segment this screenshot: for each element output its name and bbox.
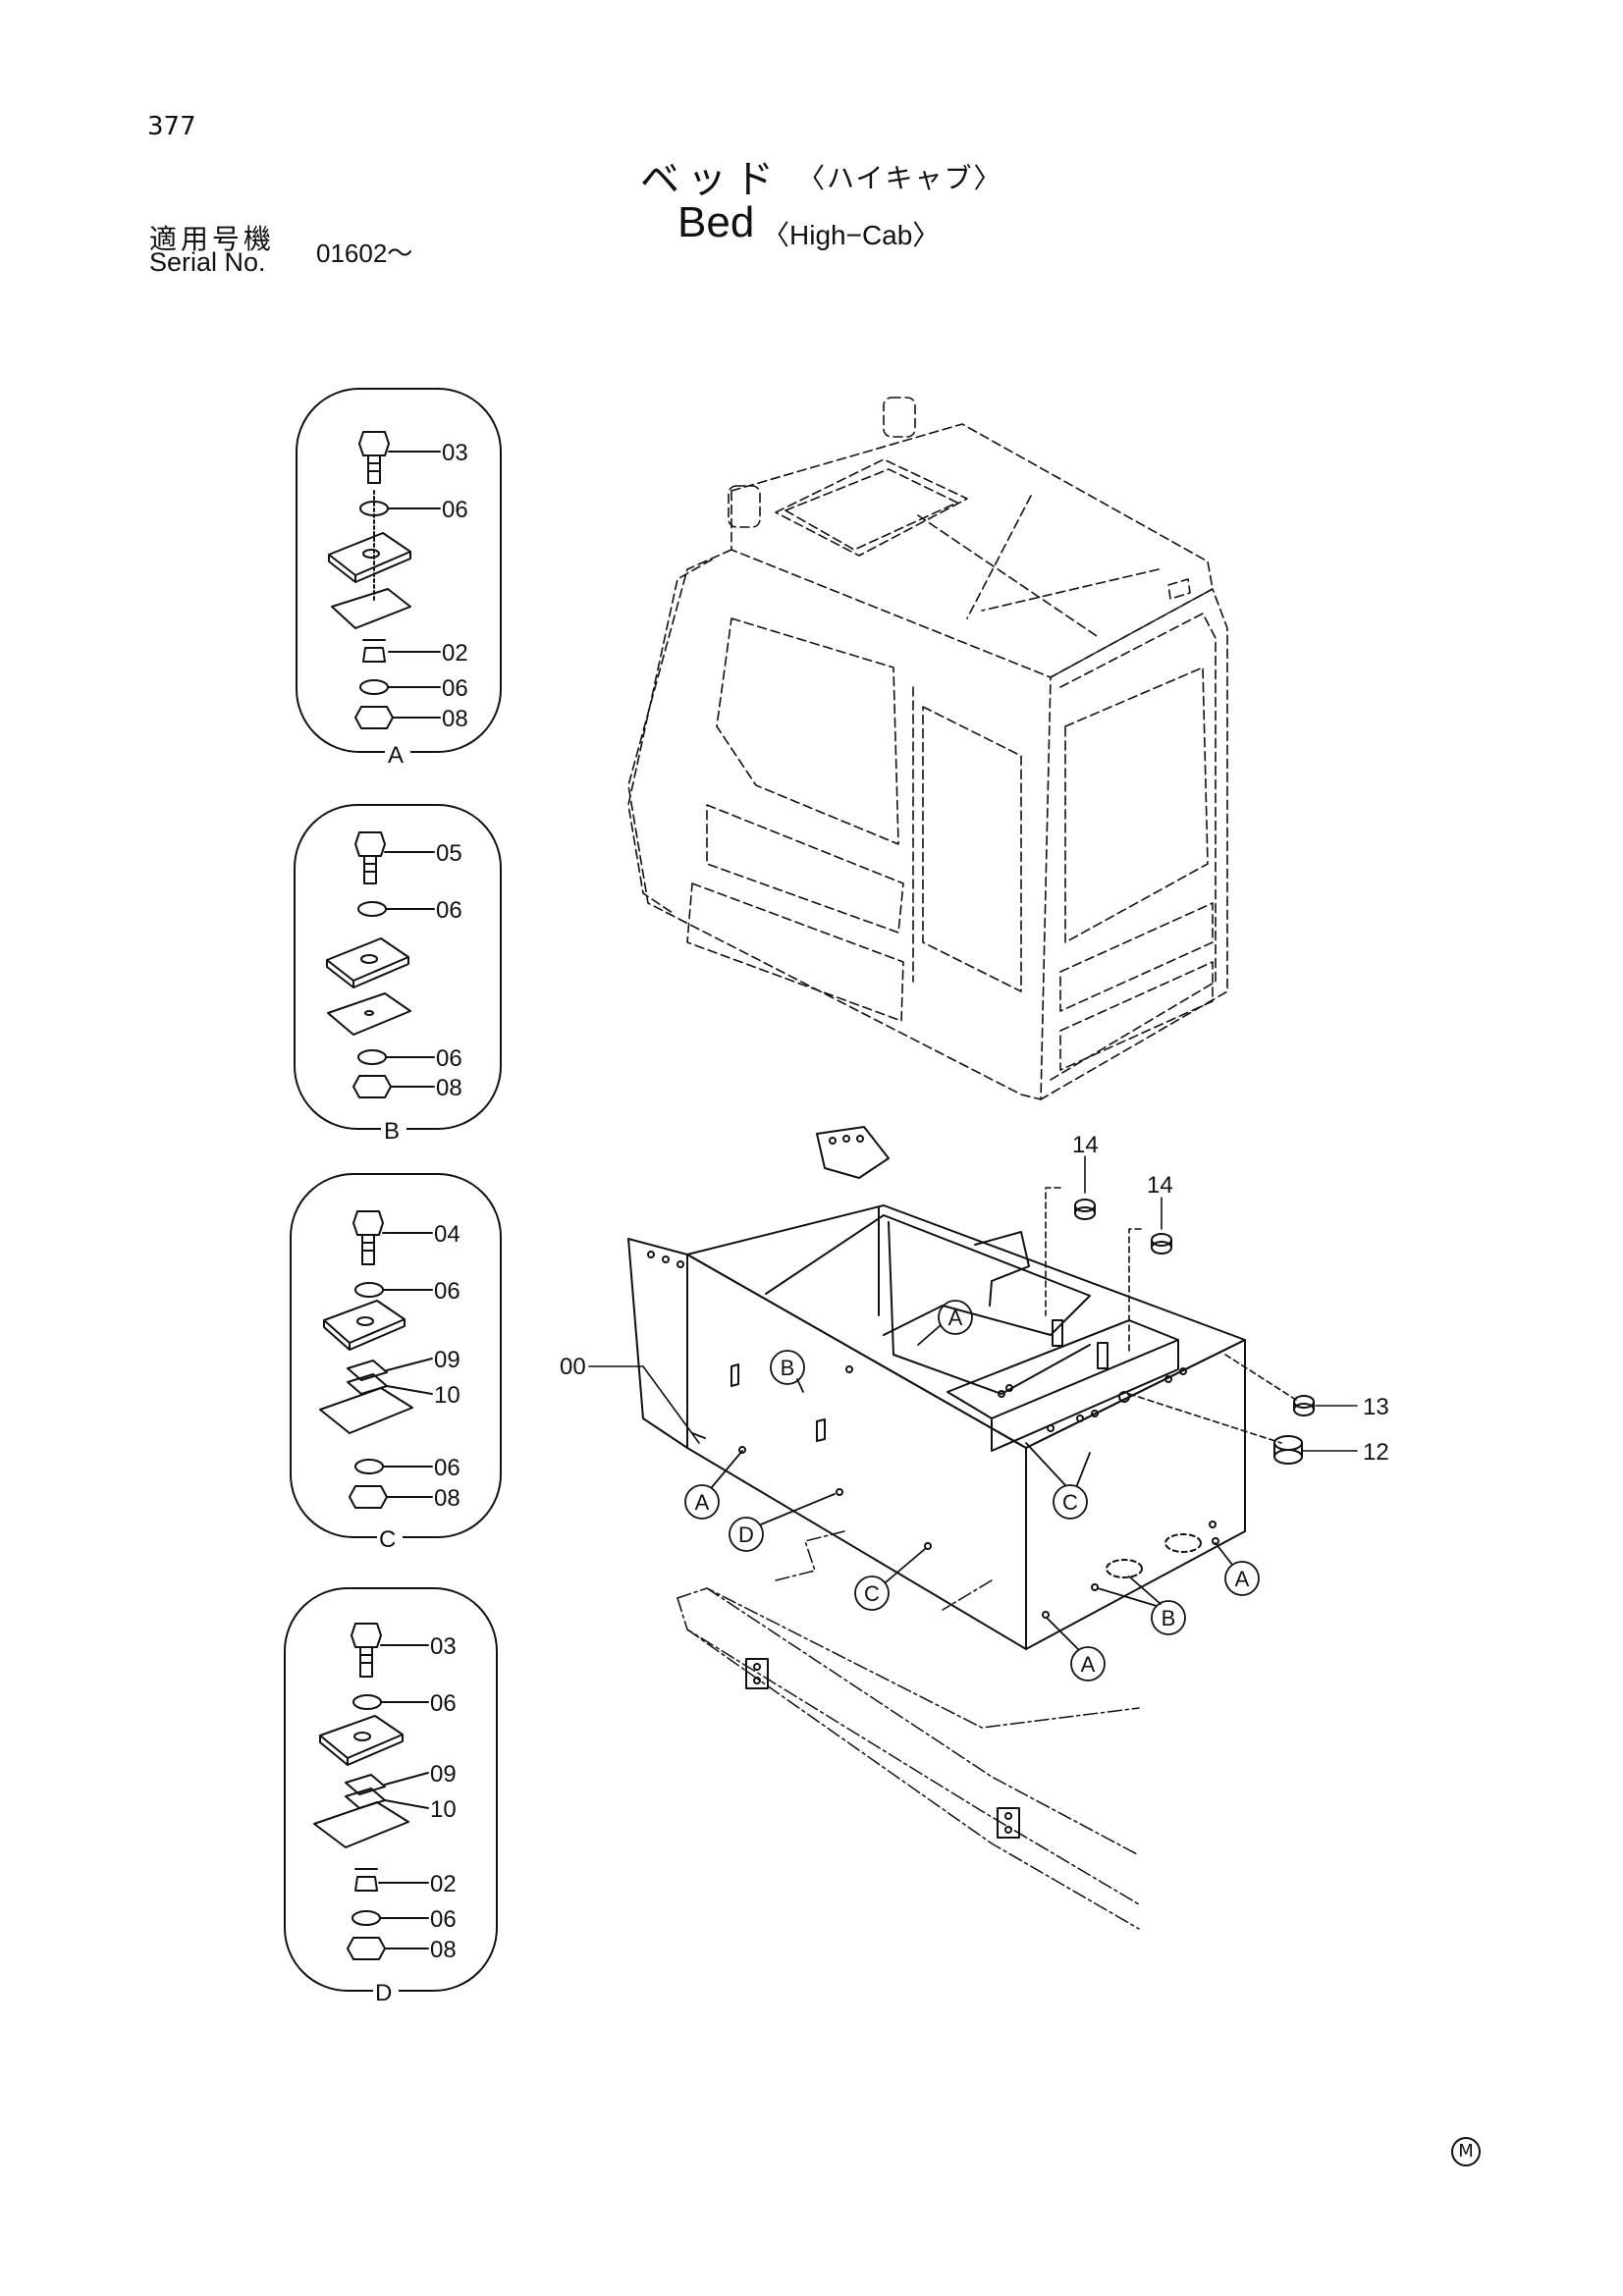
serial-label-english: Serial No. xyxy=(149,247,266,277)
part-06: 06 xyxy=(430,1906,457,1933)
bolt-icon xyxy=(354,831,386,884)
plate-icon xyxy=(319,1715,404,1766)
marker-label: A xyxy=(1081,1652,1096,1677)
plate-icon xyxy=(323,1300,406,1351)
rubber-pad-icon xyxy=(313,1801,409,1848)
marker-label: C xyxy=(1062,1490,1078,1515)
panel-b-label: B xyxy=(384,1118,400,1145)
part-12: 12 xyxy=(1363,1439,1389,1466)
title-english: Bed xyxy=(677,198,755,246)
part-14: 14 xyxy=(1072,1132,1099,1158)
page-number: 377 xyxy=(147,112,196,141)
title-japanese-variant: 〈ハイキャブ〉 xyxy=(797,162,1003,194)
shim-icon xyxy=(347,1360,388,1381)
callout-leaders xyxy=(588,1155,1358,1452)
panel-a-frame xyxy=(296,388,502,753)
detail-panel-d: 03 06 09 10 02 06 08 D xyxy=(284,1587,498,2006)
part-09: 09 xyxy=(434,1347,460,1373)
washer-icon xyxy=(352,1694,382,1710)
marker-label: B xyxy=(781,1356,795,1380)
part-06: 06 xyxy=(442,675,468,702)
part-02: 02 xyxy=(442,640,468,667)
detail-panel-c: 04 06 09 10 06 08 C xyxy=(290,1173,502,1553)
grommet-icon xyxy=(1074,1199,1096,1220)
washer-icon xyxy=(354,1282,384,1298)
panel-c-label: C xyxy=(379,1526,396,1553)
bolt-icon xyxy=(351,1623,382,1678)
panel-a-label: A xyxy=(388,742,404,769)
part-04: 04 xyxy=(434,1221,460,1248)
part-03: 03 xyxy=(430,1633,457,1660)
spacer-icon xyxy=(362,639,386,663)
maker-mark-icon: M xyxy=(1451,2137,1481,2166)
marker-label: A xyxy=(695,1490,710,1515)
part-06: 06 xyxy=(442,497,468,523)
washer-icon xyxy=(359,679,389,695)
marker-label: C xyxy=(864,1581,880,1606)
part-06: 06 xyxy=(430,1690,457,1717)
washer-icon xyxy=(352,1910,381,1926)
marker-label: A xyxy=(948,1306,963,1330)
spacer-icon xyxy=(354,1868,378,1892)
bushing-icon xyxy=(1293,1395,1315,1416)
shim-icon xyxy=(345,1774,386,1795)
plate-icon xyxy=(326,937,409,988)
upper-frame-outline xyxy=(676,1530,1140,1930)
nut-icon xyxy=(347,1937,386,1960)
part-09: 09 xyxy=(430,1761,457,1788)
detail-panel-b: 05 06 06 08 B xyxy=(294,804,502,1145)
panel-b-frame xyxy=(294,804,502,1130)
part-10: 10 xyxy=(430,1796,457,1823)
part-03: 03 xyxy=(442,440,468,466)
nut-icon xyxy=(352,1075,392,1098)
part-00: 00 xyxy=(560,1354,586,1380)
part-06: 06 xyxy=(434,1455,460,1481)
serial-label-japanese: 適用号機 xyxy=(149,223,276,255)
marker-label: A xyxy=(1235,1567,1250,1591)
marker-label: D xyxy=(738,1522,754,1547)
nut-icon xyxy=(354,706,394,729)
washer-icon xyxy=(357,1049,387,1065)
part-05: 05 xyxy=(436,840,462,867)
hole-marker-labels: A B A D C C A B A xyxy=(695,1306,1250,1677)
operator-cab-outline xyxy=(627,397,1228,1100)
frame-lug xyxy=(745,1658,1020,1839)
part-08: 08 xyxy=(436,1075,462,1101)
part-13: 13 xyxy=(1363,1394,1389,1420)
marker-label: B xyxy=(1162,1606,1176,1630)
title-english-variant: 〈High−Cab〉 xyxy=(762,220,941,250)
shim-icon xyxy=(347,1373,388,1395)
serial-value: 01602～ xyxy=(316,239,413,268)
part-08: 08 xyxy=(442,706,468,732)
panel-d-frame xyxy=(284,1587,498,1992)
rubber-pad-icon xyxy=(327,992,411,1036)
bolt-icon xyxy=(358,431,390,484)
part-14: 14 xyxy=(1147,1172,1173,1199)
part-02: 02 xyxy=(430,1871,457,1897)
nut-icon xyxy=(349,1485,388,1509)
panel-d-label: D xyxy=(375,1980,392,2006)
rubber-pad-icon xyxy=(319,1387,413,1434)
rubber-pad-icon xyxy=(331,588,411,629)
hole-markers xyxy=(684,1300,1260,1682)
bed-frame xyxy=(627,1126,1246,1650)
part-08: 08 xyxy=(430,1937,457,1963)
mount-icon xyxy=(1273,1435,1303,1465)
main-part-labels: 00 14 14 13 12 xyxy=(560,1132,1389,1466)
part-06: 06 xyxy=(436,897,462,924)
part-10: 10 xyxy=(434,1382,460,1409)
washer-icon xyxy=(354,1459,384,1474)
shim-icon xyxy=(345,1788,386,1809)
washer-icon xyxy=(357,901,387,917)
detail-panel-a: 03 06 02 06 08 A xyxy=(296,388,502,769)
panel-c-frame xyxy=(290,1173,502,1538)
part-06: 06 xyxy=(434,1278,460,1305)
grommet-icon xyxy=(1151,1233,1172,1255)
bolt-icon xyxy=(352,1210,384,1265)
part-06: 06 xyxy=(436,1045,462,1072)
part-08: 08 xyxy=(434,1485,460,1512)
title-japanese: ベッド xyxy=(640,157,782,202)
